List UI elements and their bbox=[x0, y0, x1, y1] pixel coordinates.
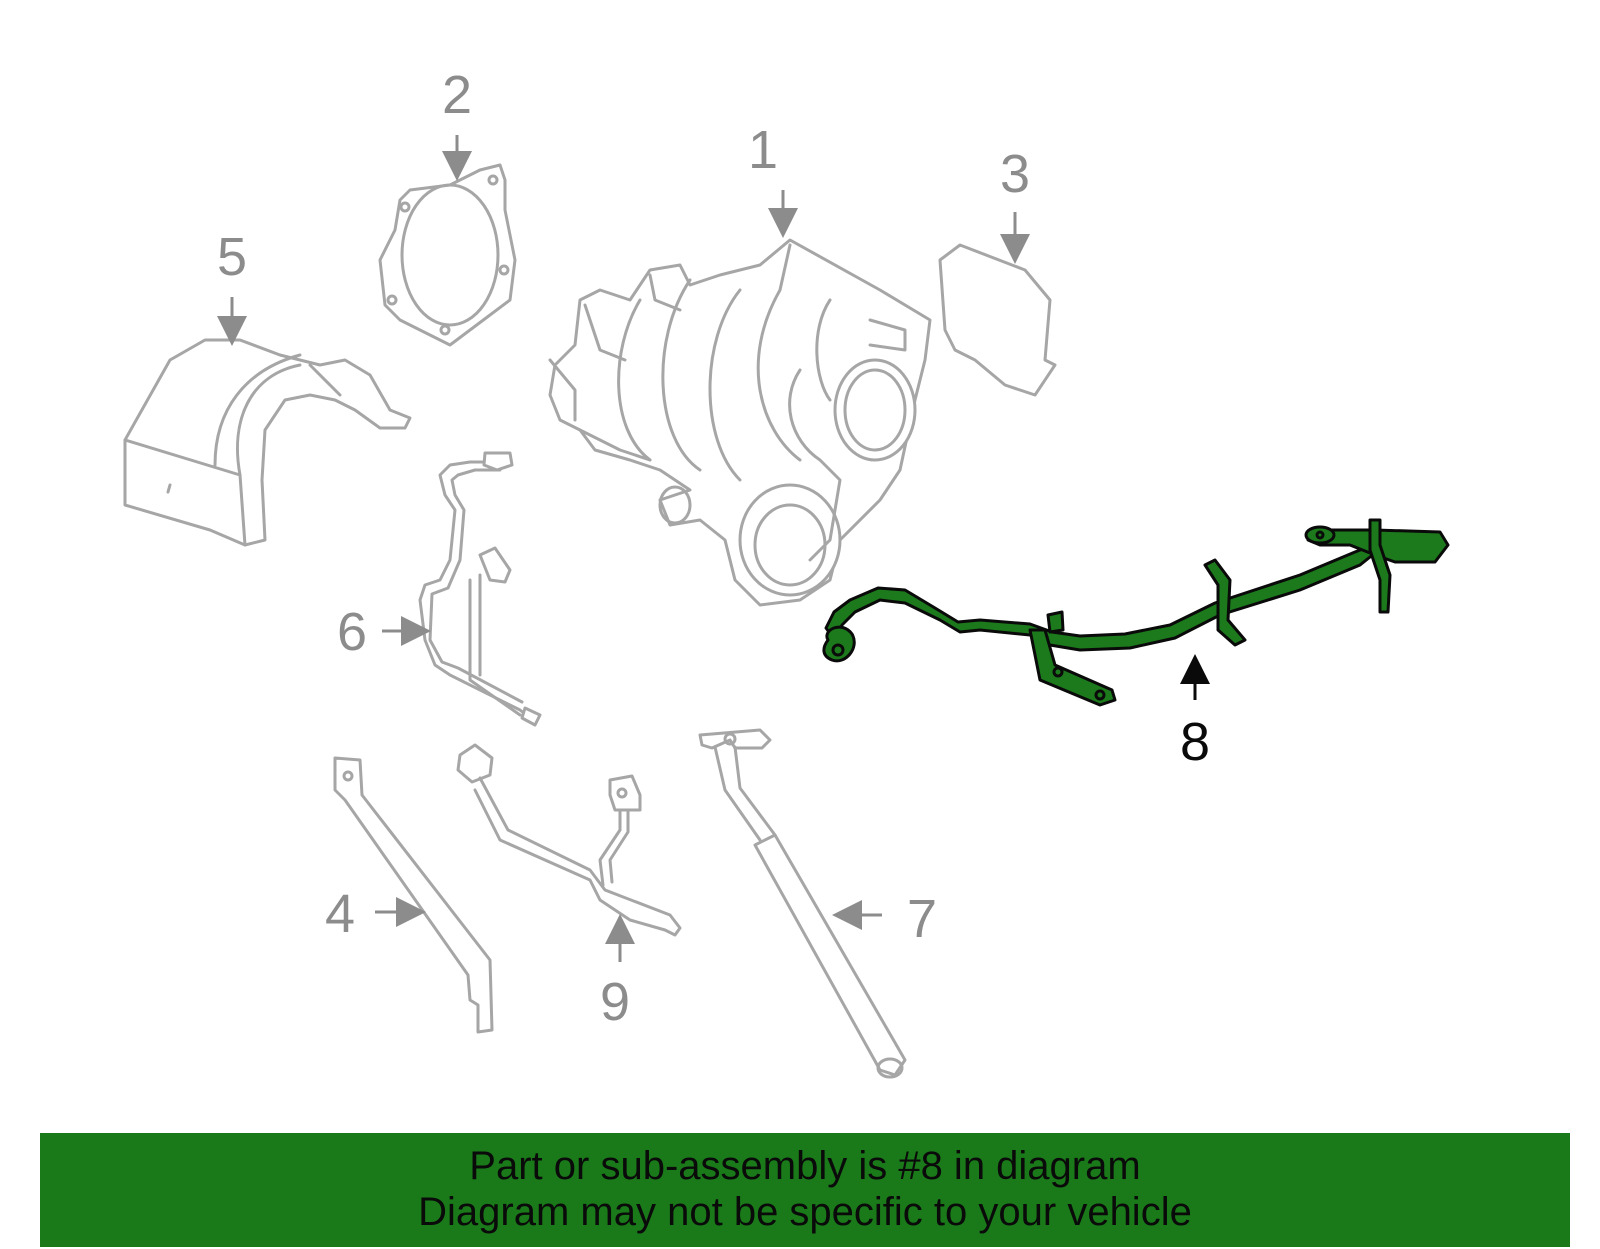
callout-6-label: 6 bbox=[337, 602, 367, 662]
callout-1-label: 1 bbox=[748, 120, 778, 180]
callout-4: 4 bbox=[325, 884, 426, 944]
callout-8: 8 bbox=[1180, 654, 1210, 772]
disclaimer-banner: Part or sub-assembly is #8 in diagram Di… bbox=[40, 1133, 1570, 1247]
part-3-plate[interactable] bbox=[938, 243, 1057, 397]
callout-2-label: 2 bbox=[442, 65, 472, 125]
callout-2: 2 bbox=[442, 65, 472, 181]
part-9-pipe[interactable] bbox=[456, 743, 682, 937]
part-8-oil-feed-pipe[interactable] bbox=[822, 518, 1450, 707]
callout-9-label: 9 bbox=[600, 972, 630, 1032]
part-6-pipe[interactable] bbox=[418, 451, 542, 727]
callout-3: 3 bbox=[1000, 144, 1030, 264]
callout-3-label: 3 bbox=[1000, 144, 1030, 204]
callout-1: 1 bbox=[748, 120, 798, 238]
callout-6: 6 bbox=[337, 602, 431, 662]
banner-line-1: Part or sub-assembly is #8 in diagram bbox=[469, 1144, 1141, 1188]
part-2-gasket[interactable] bbox=[378, 163, 517, 347]
callout-7-label: 7 bbox=[907, 889, 937, 949]
banner-line-2: Diagram may not be specific to your vehi… bbox=[418, 1190, 1192, 1234]
part-1-turbocharger[interactable] bbox=[548, 238, 932, 607]
part-7-pipe[interactable] bbox=[698, 728, 907, 1079]
callout-8-label: 8 bbox=[1180, 712, 1210, 772]
callout-7: 7 bbox=[832, 889, 937, 949]
part-4-bracket[interactable] bbox=[333, 756, 494, 1034]
callout-5-label: 5 bbox=[217, 227, 247, 287]
part-5-heat-shield[interactable] bbox=[123, 338, 412, 547]
callout-5: 5 bbox=[217, 227, 247, 346]
callout-4-label: 4 bbox=[325, 884, 355, 944]
callout-9: 9 bbox=[600, 914, 635, 1032]
